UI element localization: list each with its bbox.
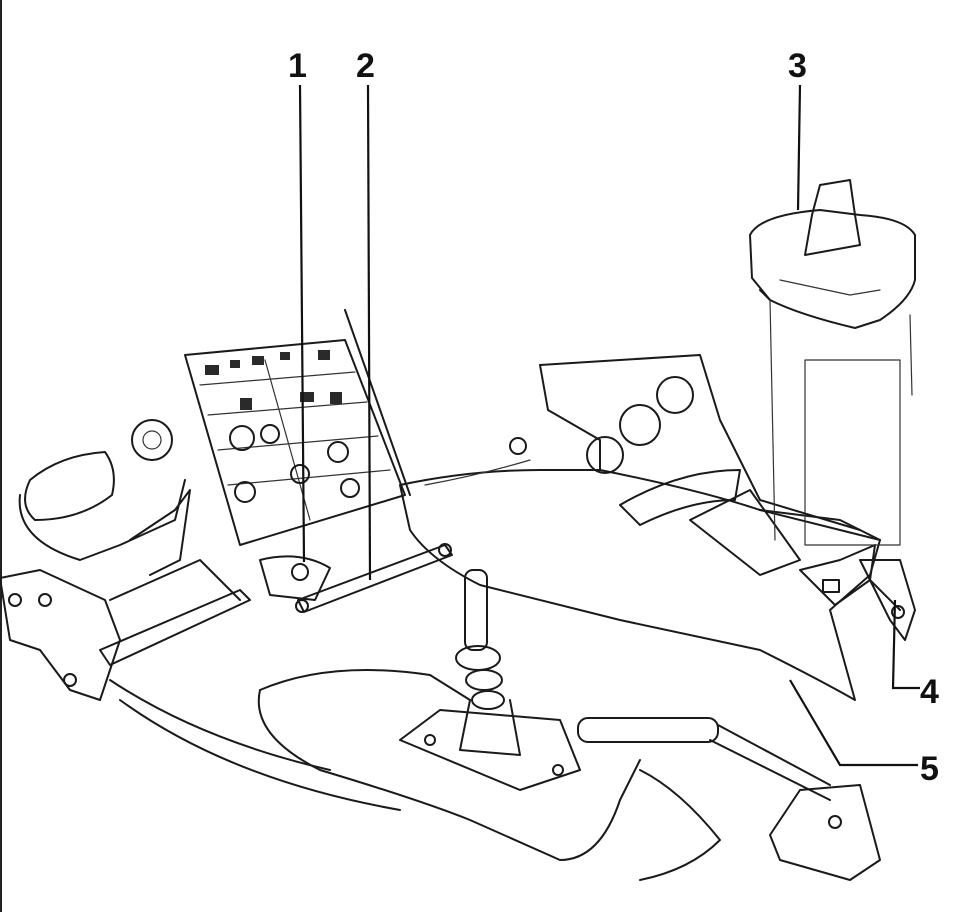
callout-1: 1 [288,47,307,85]
callout-4: 4 [920,673,939,711]
leader-4 [891,599,920,690]
callout-3: 3 [788,47,807,85]
shift-boot [749,179,916,546]
leader-2 [366,84,372,581]
cross-rod [295,543,453,613]
shifter-assembly [109,569,641,861]
center-console-tray [399,354,916,701]
control-panel [184,309,411,601]
callout-leaders [298,84,920,767]
handbrake-lever [577,717,881,881]
callout-2: 2 [356,47,375,85]
leader-3 [796,84,802,211]
callout-5: 5 [920,750,939,788]
leader-1 [298,84,306,563]
left-bracket-assembly [0,419,251,701]
callout-labels: 1 2 3 4 5 [288,47,939,788]
leader-5 [789,679,918,767]
